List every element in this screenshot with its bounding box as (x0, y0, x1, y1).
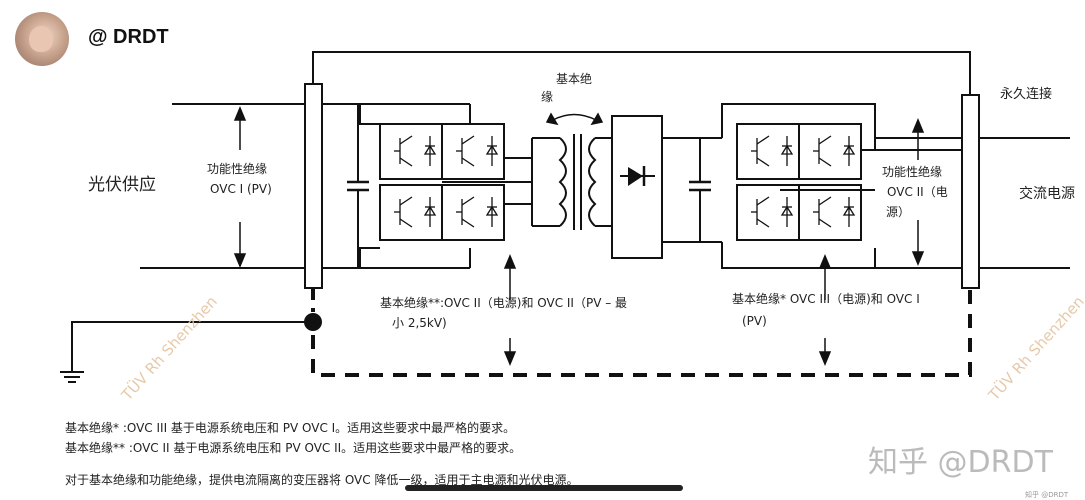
label-basic-insul-right-1: 基本绝缘* OVC III（电源)和 OVC I (732, 291, 920, 306)
label-pv-supply: 光伏供应 (88, 175, 156, 195)
transformer-secondary-coil (588, 137, 597, 227)
label-func-insul-ac-1: 功能性绝缘 (882, 164, 942, 179)
footnote-1: 基本绝缘* :OVC III 基于电源系统电压和 PV OVC I。适用这些要求… (65, 421, 516, 435)
label-ac-supply: 交流电源 (1019, 185, 1075, 202)
inverter-switch-4 (441, 184, 505, 241)
transformer-primary-coil (558, 137, 567, 227)
corner-watermark: 知乎 @DRDT (1025, 491, 1069, 499)
label-func-insul-ac-2: OVC II（电 (887, 185, 948, 199)
inverter-switch-3 (379, 184, 443, 241)
label-func-insul-ac-3: 源） (886, 205, 910, 219)
dashed-protective-loop (311, 290, 972, 377)
label-basic-insul-top-2: 缘 (541, 90, 553, 104)
inverter-switch-6 (798, 123, 862, 180)
isolation-barrier-right (961, 94, 980, 289)
basic-insul-double-arrow (552, 113, 597, 121)
rectifier-block (611, 115, 663, 259)
inverter-switch-8 (798, 184, 862, 241)
label-permanent-connection: 永久连接 (1000, 86, 1052, 102)
top-connection-wire (312, 51, 971, 95)
home-indicator[interactable] (405, 485, 683, 491)
isolation-diagram: 光伏供应 功能性绝缘 OVC I (PV) 基本绝 缘 永久连接 功能性绝缘 O… (60, 51, 1075, 383)
inverter-switch-7 (736, 184, 800, 241)
label-func-insul-pv-2: OVC I (PV) (210, 182, 272, 196)
post-header: @ DRDT (0, 0, 1085, 70)
zhihu-watermark: 知乎 @DRDT (868, 445, 1053, 480)
isolation-barrier-left (304, 83, 323, 289)
ground-wire (71, 321, 313, 372)
label-basic-insul-top-1: 基本绝 (556, 71, 592, 86)
label-func-insul-pv-1: 功能性绝缘 (207, 161, 267, 176)
author-handle[interactable]: @ DRDT (88, 26, 169, 48)
label-basic-insul-right-2: (PV) (742, 314, 767, 328)
footnote-3: 对于基本绝缘和功能绝缘，提供电流隔离的变压器将 OVC 降低一级，适用于主电源和… (65, 473, 579, 487)
ground-node (304, 313, 322, 331)
label-basic-insul-left-2: 小 2,5kV) (392, 316, 447, 330)
footnote-2: 基本绝缘** :OVC II 基于电源系统电压和 PV OVC II。适用这些要… (65, 441, 522, 455)
inverter-switch-2 (441, 123, 505, 180)
avatar[interactable] (15, 12, 69, 66)
inverter-switch-1 (379, 123, 443, 180)
rectifier-diode (628, 167, 643, 186)
label-basic-insul-left-1: 基本绝缘**:OVC II（电源)和 OVC II（PV – 最 (380, 295, 627, 310)
